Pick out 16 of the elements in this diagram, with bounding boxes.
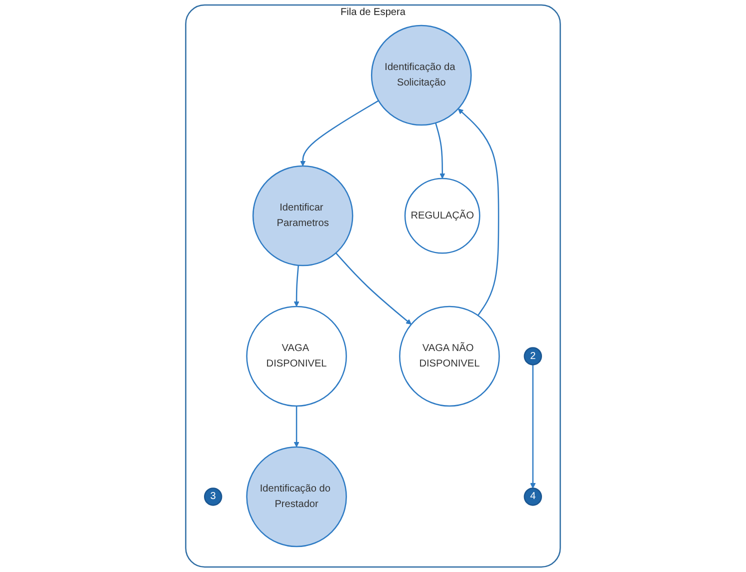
node-circle: 4 [524, 488, 542, 506]
node-circle: 3 [204, 488, 222, 506]
arrow [294, 406, 300, 448]
node-circle: VAGA DISPONIVEL [246, 306, 347, 407]
arrow [435, 122, 446, 179]
node-circle: VAGA NÃO DISPONIVEL [399, 306, 500, 407]
arrow [294, 265, 300, 307]
node-circle: REGULAÇÃO [404, 178, 480, 254]
node-circle: Identificação da Solicitação [370, 24, 472, 126]
arrow [335, 252, 412, 325]
arrow [458, 108, 500, 316]
node-circle: Identificar Parametros [252, 165, 354, 266]
node-circle: Identificação do Prestador [246, 446, 347, 548]
arrow [530, 364, 536, 488]
arrow [300, 100, 379, 166]
node-circle: 2 [524, 347, 542, 366]
